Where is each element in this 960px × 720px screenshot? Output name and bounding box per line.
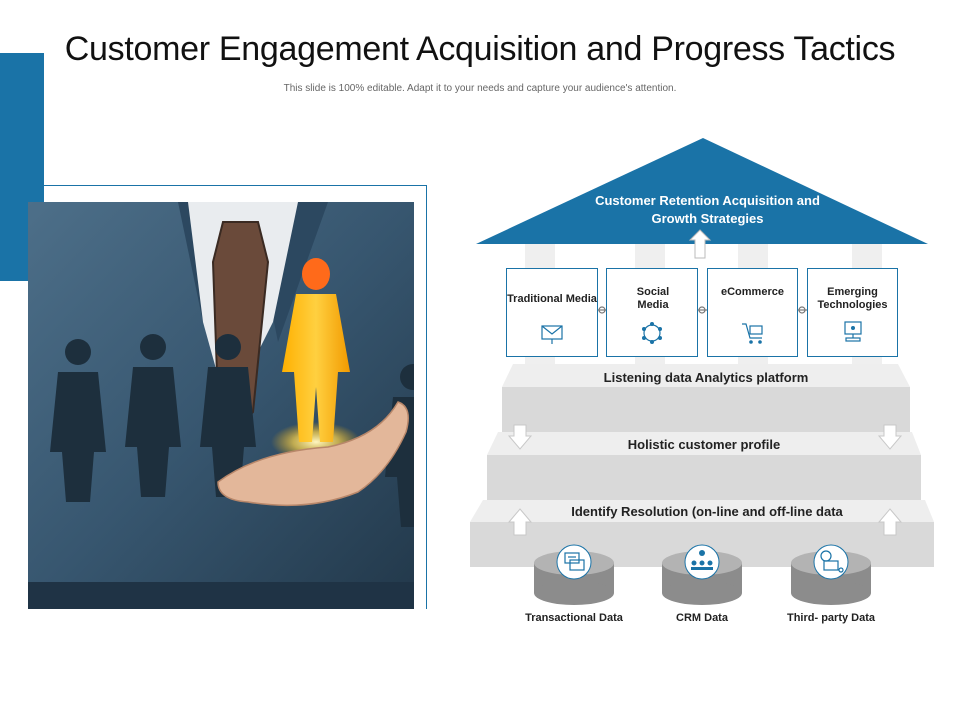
channel-box-emerging-technologies: Emerging Technologies xyxy=(807,268,898,357)
source-label-transactional: Transactional Data xyxy=(525,612,623,624)
cart-icon xyxy=(741,323,763,344)
up-arrow-left xyxy=(507,508,533,536)
slide-subtitle: This slide is 100% editable. Adapt it to… xyxy=(283,83,677,94)
source-label-third-party: Third- party Data xyxy=(786,612,875,624)
down-arrow-left xyxy=(507,424,533,450)
slide-title: Customer Engagement Acquisition and Prog… xyxy=(64,30,896,68)
businessman-photo xyxy=(28,202,414,609)
envelope-icon xyxy=(541,325,563,344)
channel-box-ecommerce: eCommerce xyxy=(707,268,798,357)
layer-label-analytics: Listening data Analytics platform xyxy=(603,370,809,385)
people-icon xyxy=(691,550,713,570)
roof-up-arrow xyxy=(688,229,712,259)
layer-label-customer-profile: Holistic customer profile xyxy=(627,437,781,452)
roof-triangle xyxy=(476,138,928,244)
roof-label: Customer Retention Acquisition and Growt… xyxy=(595,193,820,226)
channel-box-traditional-media: Traditional Media xyxy=(506,268,598,357)
photo-frame xyxy=(44,185,427,609)
channel-label: Social Media xyxy=(636,286,670,311)
layer-label-resolution: Identify Resolution (on-line and off-lin… xyxy=(571,504,843,519)
source-label-crm: CRM Data xyxy=(676,612,728,624)
channel-label: eCommerce xyxy=(721,286,784,298)
transaction-icon xyxy=(564,552,585,571)
network-icon xyxy=(642,322,662,344)
third-party-icon xyxy=(820,550,844,573)
channel-label: Emerging Technologies xyxy=(817,286,888,311)
channel-label: Traditional Media xyxy=(507,293,597,305)
channel-box-social-media: Social Media xyxy=(606,268,698,357)
down-arrow-right xyxy=(877,424,903,450)
up-arrow-right xyxy=(877,508,903,536)
computer-icon xyxy=(843,321,862,342)
